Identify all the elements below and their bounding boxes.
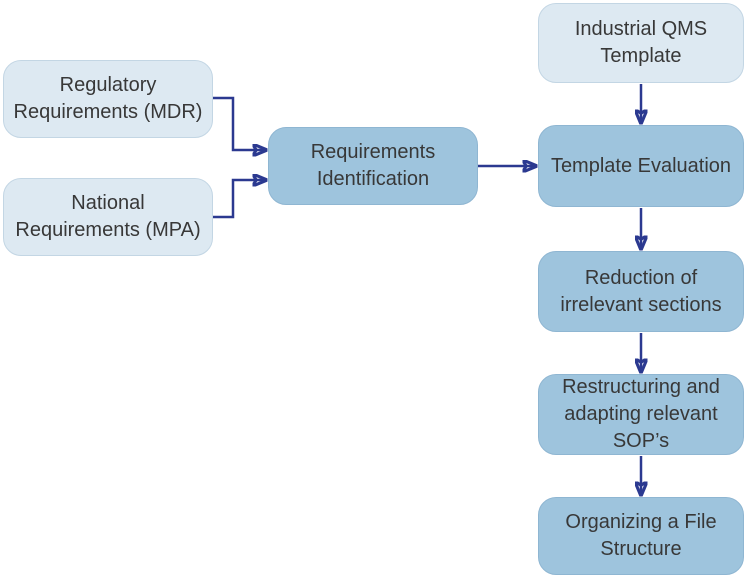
node-reduction-of-irrelevant-sections: Reduction of irrelevant sections xyxy=(538,251,744,332)
node-organizing-file-structure: Organizing a File Structure xyxy=(538,497,744,575)
node-national-requirements-label: National Requirements (MPA) xyxy=(15,192,201,241)
node-reduction-of-irrelevant-sections-label: Reduction of irrelevant sections xyxy=(560,266,722,316)
node-requirements-identification-label: Requirements Identification xyxy=(310,141,436,190)
node-template-evaluation-label: Template Evaluation xyxy=(550,154,732,177)
edge-regulatory-to-identification xyxy=(213,96,266,150)
node-restructuring-adapting-sops: Restructuring and adapting relevant SOP’… xyxy=(538,374,744,455)
node-restructuring-adapting-sops-label: Restructuring and adapting relevant SOP’… xyxy=(562,376,720,452)
node-regulatory-requirements-label: Regulatory Requirements (MDR) xyxy=(13,74,203,123)
node-requirements-identification: Requirements Identification xyxy=(268,127,478,205)
node-industrial-qms-template: Industrial QMS Template xyxy=(538,3,744,83)
node-national-requirements: National Requirements (MPA) xyxy=(3,178,213,256)
node-industrial-qms-template-label: Industrial QMS Template xyxy=(574,18,708,67)
node-organizing-file-structure-label: Organizing a File Structure xyxy=(565,511,717,560)
edge-national-to-identification xyxy=(213,180,266,219)
node-template-evaluation: Template Evaluation xyxy=(538,125,744,207)
node-regulatory-requirements: Regulatory Requirements (MDR) xyxy=(3,60,213,138)
